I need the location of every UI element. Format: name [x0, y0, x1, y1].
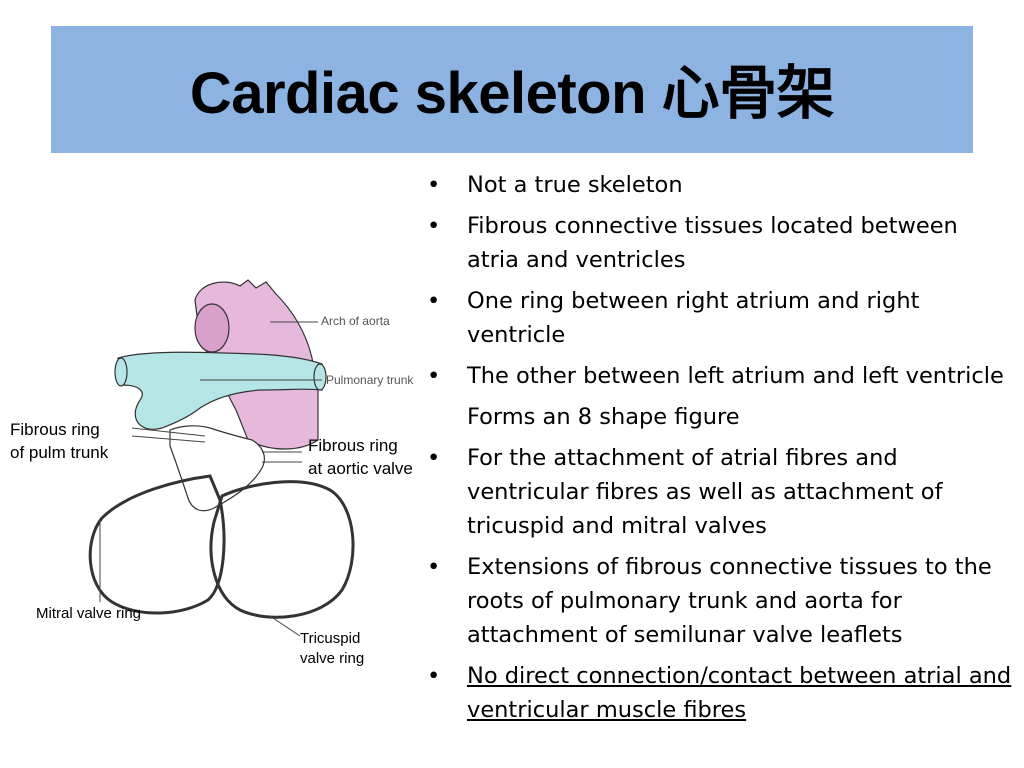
- tricuspid-ring: [209, 480, 355, 619]
- bullet-text: One ring between right atrium and right …: [467, 288, 920, 348]
- leader-pulm-ring-b: [131, 435, 206, 443]
- bullet-text: Not a true skeleton: [467, 172, 683, 198]
- bullet-marker: •: [427, 288, 441, 314]
- bullet-item: Forms an 8 shape figure: [425, 400, 1015, 434]
- bullet-text: Extensions of fibrous connective tissues…: [467, 554, 992, 648]
- bullet-item: • The other between left atrium and left …: [425, 359, 1015, 393]
- bullet-item: • Not a true skeleton: [425, 168, 1015, 202]
- bullet-marker: •: [427, 554, 441, 580]
- aortic-opening: [194, 303, 230, 353]
- title-banner: Cardiac skeleton 心骨架: [51, 26, 973, 153]
- pulmonary-trunk-shape: [117, 351, 323, 430]
- label-tricuspid-valve-ring: Tricuspid valve ring: [300, 629, 364, 669]
- label-fibrous-ring-pulm: Fibrous ring of pulm trunk: [10, 418, 108, 464]
- bullet-text: The other between left atrium and left v…: [467, 363, 1004, 389]
- bullet-item: • Extensions of fibrous connective tissue…: [425, 550, 1015, 652]
- label-fibrous-ring-pulm-line1: Fibrous ring: [10, 420, 100, 439]
- label-pulmonary-trunk: Pulmonary trunk: [326, 373, 414, 387]
- bullet-list: • Not a true skeleton • Fibrous connective…: [425, 168, 1015, 734]
- label-mitral-valve-ring: Mitral valve ring: [36, 605, 142, 622]
- pulmonary-left-end: [114, 357, 128, 387]
- leader-pulm-ring-a: [131, 427, 206, 437]
- bullet-item: • No direct connection/contact between at…: [425, 659, 1015, 727]
- bullet-marker: •: [427, 172, 441, 198]
- mitral-ring: [88, 474, 226, 615]
- cardiac-skeleton-diagram: Arch of aorta Pulmonary trunk Fibrous ri…: [0, 240, 440, 690]
- label-tricuspid-line2: valve ring: [300, 650, 365, 667]
- bullet-marker: •: [427, 445, 441, 471]
- slide-title: Cardiac skeleton 心骨架: [189, 60, 835, 126]
- bullet-text: Forms an 8 shape figure: [467, 404, 740, 430]
- diagram-svg: [88, 279, 355, 637]
- label-arch-of-aorta: Arch of aorta: [321, 314, 390, 328]
- bullet-item: • For the attachment of atrial fibres and…: [425, 441, 1015, 543]
- label-fibrous-ring-aortic: Fibrous ring at aortic valve: [308, 434, 413, 480]
- label-fibrous-ring-aortic-line1: Fibrous ring: [308, 436, 398, 455]
- leader-tricuspid: [269, 615, 301, 637]
- bullet-text: For the attachment of atrial fibres and …: [467, 445, 943, 539]
- bullet-marker: •: [427, 663, 441, 689]
- bullet-marker: •: [427, 363, 441, 389]
- bullet-marker: •: [427, 213, 441, 239]
- label-fibrous-ring-pulm-line2: of pulm trunk: [10, 443, 109, 462]
- bullet-item: • One ring between right atrium and right…: [425, 284, 1015, 352]
- label-fibrous-ring-aortic-line2: at aortic valve: [308, 459, 413, 478]
- bullet-text-underlined: No direct connection/contact between atr…: [467, 663, 1012, 723]
- bullet-text: Fibrous connective tissues located betwe…: [467, 213, 958, 273]
- pulmonary-right-end: [313, 363, 327, 391]
- label-tricuspid-line1: Tricuspid: [300, 630, 361, 647]
- bullet-item: • Fibrous connective tissues located betw…: [425, 209, 1015, 277]
